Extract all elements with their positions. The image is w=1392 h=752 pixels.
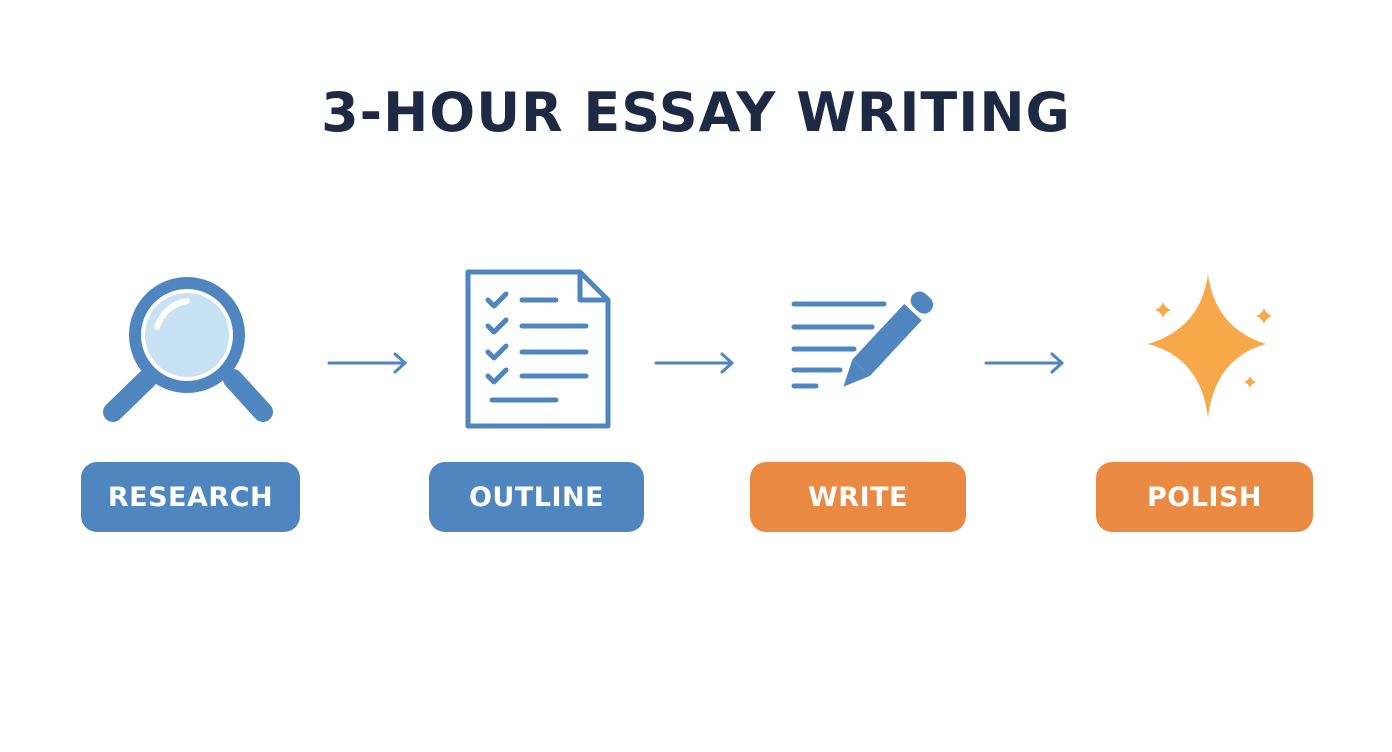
magnifying-glass-icon bbox=[103, 277, 273, 422]
step-label-outline: OUTLINE bbox=[429, 462, 644, 532]
arrow-icon bbox=[654, 352, 734, 374]
step-label-polish: POLISH bbox=[1096, 462, 1313, 532]
step-label-write: WRITE bbox=[750, 462, 966, 532]
diagram-title: 3-HOUR ESSAY WRITING bbox=[321, 81, 1071, 144]
checklist-document-icon bbox=[465, 269, 611, 429]
arrow-icon bbox=[327, 352, 407, 374]
pencil-writing-icon bbox=[791, 291, 934, 389]
step-label-research: RESEARCH bbox=[81, 462, 300, 532]
arrow-icon bbox=[984, 352, 1064, 374]
sparkle-icon bbox=[1148, 274, 1272, 418]
